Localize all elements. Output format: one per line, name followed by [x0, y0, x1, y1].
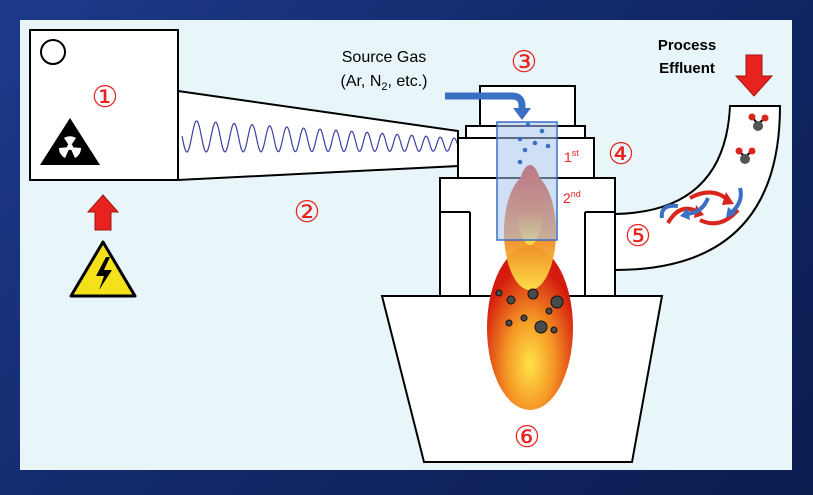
first-stage-label: 1st [564, 148, 579, 165]
process-label: Process [658, 37, 716, 54]
marker-1: ① [92, 81, 119, 114]
flame-particle [550, 326, 558, 334]
waveguide [177, 89, 499, 182]
swirl-arrows-icon [659, 187, 743, 226]
flame-particle [520, 314, 528, 322]
flame-particle [534, 320, 548, 334]
flame-particles [495, 288, 564, 334]
flame-particle [506, 295, 516, 305]
source-gas-label: Source Gas [342, 49, 426, 66]
gas-particles [517, 122, 551, 165]
gas-particle [522, 147, 528, 153]
marker-3: ③ [511, 46, 538, 79]
gas-particle [517, 136, 523, 142]
molecule-icon [735, 147, 756, 164]
generator-box [29, 29, 179, 181]
marker-6: ⑥ [514, 421, 541, 454]
red-up-arrow-icon [86, 194, 120, 231]
source-gas-composition: (Ar, N2, etc.) [340, 73, 427, 93]
marker-2: ② [294, 196, 321, 229]
flame-particle [495, 289, 503, 297]
gas-particle [539, 128, 545, 134]
flame-particle [527, 288, 539, 300]
molecule-icon [748, 113, 769, 131]
marker-5: ⑤ [625, 220, 652, 253]
marker-4: ④ [608, 138, 635, 171]
gas-particle [525, 122, 531, 128]
gas-injection-tube [496, 121, 558, 241]
flame-particle [505, 319, 513, 327]
effluent-pipe [614, 105, 782, 272]
flame-particle [550, 295, 564, 309]
microwave-wave [181, 120, 499, 153]
indicator-light [40, 39, 66, 65]
radiation-icon [40, 118, 100, 165]
gas-particle [545, 143, 551, 149]
high-voltage-icon [69, 240, 137, 298]
effluent-label: Effluent [659, 60, 715, 77]
gas-particle [532, 140, 538, 146]
second-stage-label: 2nd [563, 189, 581, 206]
blue-curved-arrow-icon [445, 92, 531, 120]
red-down-arrow-icon [734, 54, 774, 97]
flame-particle [545, 307, 553, 315]
gas-particle [517, 159, 523, 165]
